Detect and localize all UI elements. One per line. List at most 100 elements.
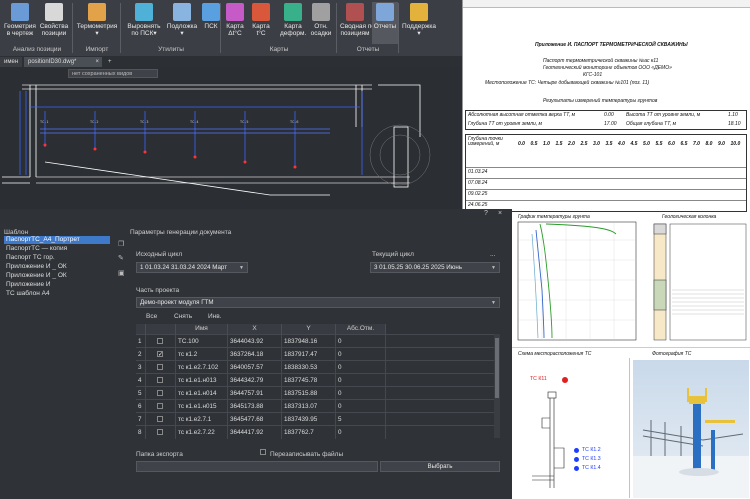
close-icon[interactable]: ×: [498, 210, 503, 217]
ribbon-button-label: Поддержка ▾: [402, 23, 436, 37]
svg-text:ТС-5: ТС-5: [240, 120, 248, 124]
doc-info-cell: Высота ТТ от уровня земли, м: [626, 112, 701, 118]
overwrite-checkbox[interactable]: [260, 449, 266, 455]
doc-info-cell: 18.10: [728, 121, 741, 127]
add-tab-icon[interactable]: +: [108, 59, 112, 65]
column-header[interactable]: X: [228, 324, 282, 334]
chevron-down-icon: ▼: [239, 265, 244, 271]
cell-name: тс к1.2: [176, 348, 228, 361]
row-checkbox[interactable]: [157, 403, 163, 409]
ribbon-button-geometry[interactable]: Геометрия в чертеж: [4, 2, 36, 44]
ribbon-button-ucs[interactable]: ПСК: [200, 2, 222, 44]
current-cycle-value: 3 01.05.25 30.06.25 2025 Июнь: [374, 264, 462, 271]
template-item[interactable]: Приложение И _ ОК: [6, 272, 67, 279]
ribbon-button-label: Термометрия ▾: [76, 23, 118, 37]
svg-text:ТС-2: ТС-2: [90, 120, 98, 124]
edit-icon[interactable]: ✎: [118, 255, 124, 262]
row-checkbox[interactable]: [157, 416, 163, 422]
cell-name: тс к1.е1.н013: [176, 374, 228, 387]
ribbon-button-thermometry[interactable]: Термометрия ▾: [76, 2, 118, 44]
help-icon[interactable]: ?: [484, 210, 488, 217]
column-header[interactable]: [146, 324, 176, 334]
ribbon-separator: [72, 3, 73, 53]
choose-folder-button[interactable]: Выбрать: [380, 461, 500, 472]
table-scrollbar[interactable]: [494, 334, 500, 438]
ribbon-button-support[interactable]: Поддержка ▾: [402, 2, 436, 44]
row-checkbox[interactable]: [157, 364, 163, 370]
row-checkbox-cell: [146, 426, 176, 439]
ribbon-button-underlay[interactable]: Подложка ▾: [166, 2, 198, 44]
doc-subtitle1: Паспорт термометрической скважины №ас к1…: [543, 58, 659, 64]
cell-y: 1837745.78: [282, 374, 336, 387]
ribbon-button-map-t[interactable]: Карта t°C: [248, 2, 274, 44]
scrollbar-thumb[interactable]: [495, 338, 499, 398]
photo-title: Фотография ТС: [652, 351, 692, 357]
ribbon-button-map-dt[interactable]: Карта Δt°C: [224, 2, 246, 44]
cell-y: 1837439.95: [282, 413, 336, 426]
close-icon[interactable]: ×: [95, 59, 99, 65]
ribbon-button-map-deform[interactable]: Карта деформ.: [280, 2, 306, 44]
ribbon-button-label: Отн. осадки: [310, 23, 332, 37]
ribbon-button-properties[interactable]: Свойства позиции: [38, 2, 70, 44]
cell-z: 5: [336, 413, 386, 426]
ribbon-button-settlement[interactable]: Отн. осадки: [308, 2, 334, 44]
project-part-select[interactable]: Демо-проект модуля ГТМ▼: [136, 297, 500, 308]
current-cycle-select[interactable]: 3 01.05.25 30.06.25 2025 Июнь▼: [370, 262, 500, 273]
doc-depth-value: 6.0: [668, 141, 675, 147]
dialog-header: ? ×: [0, 209, 512, 221]
doc-row-divider: [466, 200, 746, 201]
template-item[interactable]: Приложение И _ ОК: [6, 263, 67, 270]
delete-icon[interactable]: ▣: [118, 270, 125, 277]
doc-depth-value: 1.5: [555, 141, 563, 147]
column-header[interactable]: [136, 324, 146, 334]
column-header[interactable]: Имя: [176, 324, 228, 334]
params-header: Параметры генерации документа: [130, 229, 232, 236]
clear-selection-button[interactable]: Снять: [174, 313, 193, 320]
cell-n: 8: [136, 426, 146, 439]
template-item[interactable]: ПаспортТС — копия: [6, 245, 68, 252]
cell-x: 3640057.57: [228, 361, 282, 374]
copy-icon[interactable]: ❐: [118, 241, 125, 248]
row-checkbox[interactable]: [157, 390, 163, 396]
ribbon-button-summary[interactable]: Сводная по позициям: [340, 2, 375, 44]
invert-selection-button[interactable]: Инв.: [208, 313, 222, 320]
row-checkbox[interactable]: [157, 349, 163, 362]
graph-and-geology: [512, 221, 750, 348]
source-cycle-value: 1 01.03.24 31.03.24 2024 Март: [140, 264, 228, 271]
row-checkbox[interactable]: [157, 429, 163, 435]
column-header[interactable]: Абс.Отм.: [336, 324, 386, 334]
template-item[interactable]: ПаспортТС_А4_Портрет: [4, 236, 110, 244]
source-cycle-label: Исходный цикл: [136, 251, 183, 258]
template-item[interactable]: Паспорт ТС гор.: [6, 254, 55, 261]
well-marker: [574, 457, 579, 462]
ribbon-button-align[interactable]: Выровнять по ПСК▾: [124, 2, 164, 44]
view-combo[interactable]: нет сохраненных видов: [68, 69, 158, 78]
row-checkbox[interactable]: [157, 338, 163, 344]
column-header[interactable]: Y: [282, 324, 336, 334]
cell-z: 0: [336, 361, 386, 374]
well-marker: [574, 448, 579, 453]
well-label: ТС К1.3: [582, 456, 601, 462]
more-button[interactable]: ...: [490, 251, 496, 258]
row-checkbox[interactable]: [157, 377, 163, 383]
export-folder-input[interactable]: [136, 461, 378, 472]
tab-previous[interactable]: имен: [0, 57, 23, 67]
select-all-button[interactable]: Все: [146, 313, 158, 320]
tab-position-dwg[interactable]: positionID30.dwg* ×: [24, 57, 102, 67]
source-cycle-select[interactable]: 1 01.03.24 31.03.24 2024 Март ▼: [136, 262, 248, 273]
template-item[interactable]: Приложение И: [6, 281, 51, 288]
row-checkbox-cell: [146, 387, 176, 400]
reports-icon: [376, 3, 394, 21]
doc-ruler: [463, 0, 750, 8]
ribbon-button-reports[interactable]: Отчеты: [372, 2, 398, 44]
template-item[interactable]: ТС шаблон А4: [6, 290, 50, 297]
